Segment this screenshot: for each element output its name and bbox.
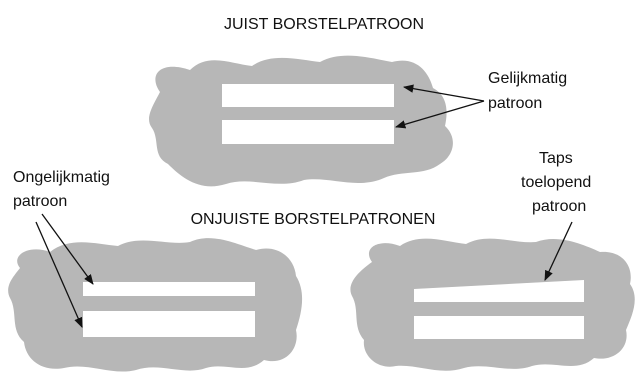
tapered-pattern-label-line3: patroon: [532, 198, 586, 215]
correct-pattern-title: JUIST BORSTELPATROON: [224, 16, 424, 33]
uneven-pattern-label-line2: patroon: [13, 193, 67, 210]
correct-pattern-panel: [149, 55, 453, 187]
tapered-stripe-bottom: [414, 316, 584, 339]
uneven-pattern-panel: [8, 238, 303, 372]
uneven-pattern-arrow-top: [41, 213, 94, 285]
uneven-stripe-top: [83, 282, 255, 296]
tapered-pattern-label-line1: Taps: [539, 150, 573, 167]
tapered-stripe-top: [414, 280, 584, 302]
even-pattern-label-line1: Gelijkmatig: [488, 70, 567, 87]
even-stripe-bottom: [222, 120, 394, 144]
even-pattern-arrow-top: [402, 84, 485, 102]
even-pattern-arrow-bottom: [395, 100, 485, 129]
even-pattern-label-line2: patroon: [488, 95, 542, 112]
uneven-stripe-bottom: [83, 311, 255, 337]
spray-area-blob: [8, 238, 303, 372]
uneven-pattern-arrow-bottom: [35, 221, 83, 328]
spray-area-blob: [350, 238, 635, 371]
uneven-pattern-label-line1: Ongelijkmatig: [13, 169, 110, 186]
even-stripe-top: [222, 84, 394, 107]
tapered-pattern-label-line2: toelopend: [521, 174, 591, 191]
tapered-pattern-panel: [350, 238, 635, 371]
tapered-pattern-arrow: [544, 221, 573, 281]
incorrect-patterns-title: ONJUISTE BORSTELPATRONEN: [191, 211, 436, 228]
